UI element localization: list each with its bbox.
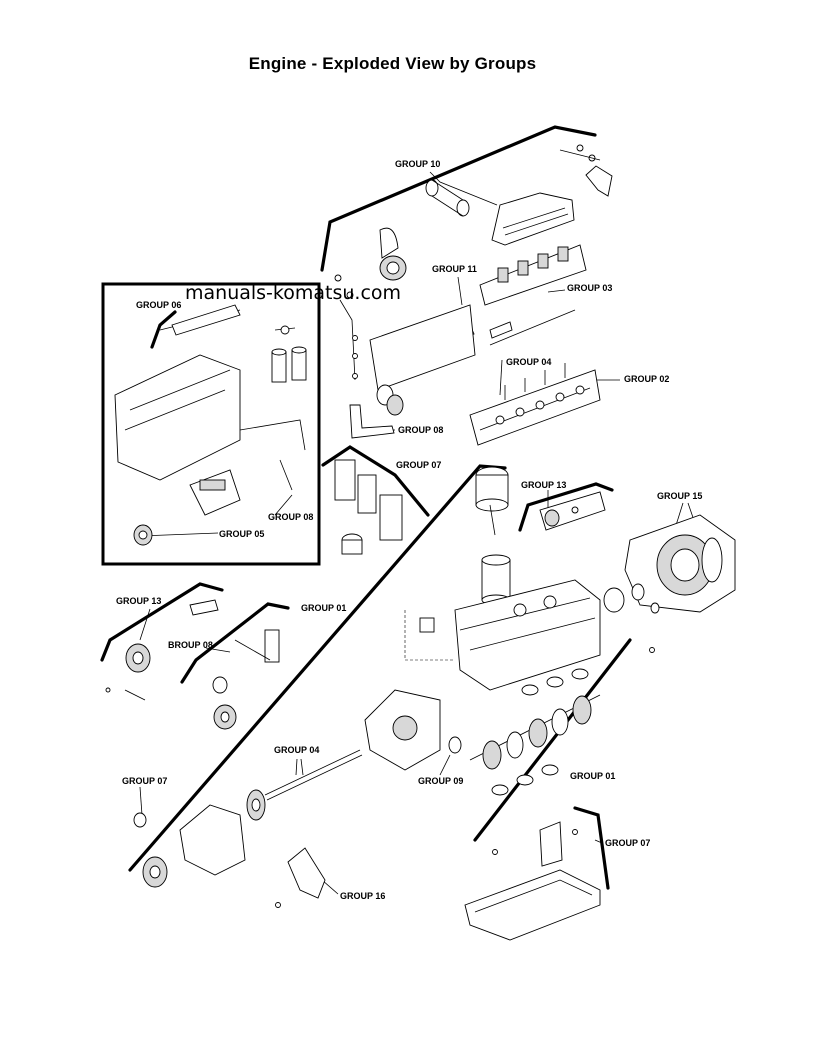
left-group-08-parts [212,629,280,730]
mid-group-07-parts [334,459,403,555]
label-group-11: GROUP 11 [432,264,477,274]
label-group-15: GROUP 15 [657,491,702,501]
right-group-13-parts [539,491,606,531]
left-group-13-parts [105,599,219,701]
cylinder-head [349,304,601,446]
front-cover-and-pulley [133,804,246,888]
rocker-cover-assembly [491,144,613,246]
label-group-16: GROUP 16 [340,891,385,901]
oil-pan [464,821,601,941]
label-group-05-inset: GROUP 05 [219,529,264,539]
label-group-04-top: GROUP 04 [506,357,551,367]
camshaft [246,749,363,821]
label-group-07-left: GROUP 07 [122,776,167,786]
label-group-13-right: GROUP 13 [521,480,566,490]
label-group-09: GROUP 09 [418,776,463,786]
label-group-07-mid: GROUP 07 [396,460,441,470]
intake-pipe-parts [334,179,470,381]
label-broup-08-left: BROUP 08 [168,640,213,650]
label-group-07-low: GROUP 07 [605,838,650,848]
inset-engine-parts [114,304,307,546]
label-group-06-inset: GROUP 06 [136,300,181,310]
page-title: Engine - Exploded View by Groups [248,54,537,73]
cylinder-block [404,579,601,691]
injectors-and-manifold [454,244,587,346]
mounting-bracket [275,847,326,908]
label-group-02: GROUP 02 [624,374,669,384]
label-group-01-left: GROUP 01 [301,603,346,613]
leader-lines [139,171,701,895]
flywheel-housing [603,514,736,653]
inset-box [101,282,321,566]
label-group-13-left: GROUP 13 [116,596,161,606]
timing-cover [364,689,462,771]
label-group-08-inset: GROUP 08 [268,512,313,522]
crankshaft [469,668,601,796]
label-group-01-right: GROUP 01 [570,771,615,781]
watermark-text: manuals-komatsu.com [185,282,402,304]
label-group-04-low: GROUP 04 [274,745,319,755]
label-group-08-top: GROUP 08 [398,425,443,435]
piston-and-liner [475,466,511,606]
label-group-10: GROUP 10 [395,159,440,169]
label-group-03: GROUP 03 [567,283,612,293]
